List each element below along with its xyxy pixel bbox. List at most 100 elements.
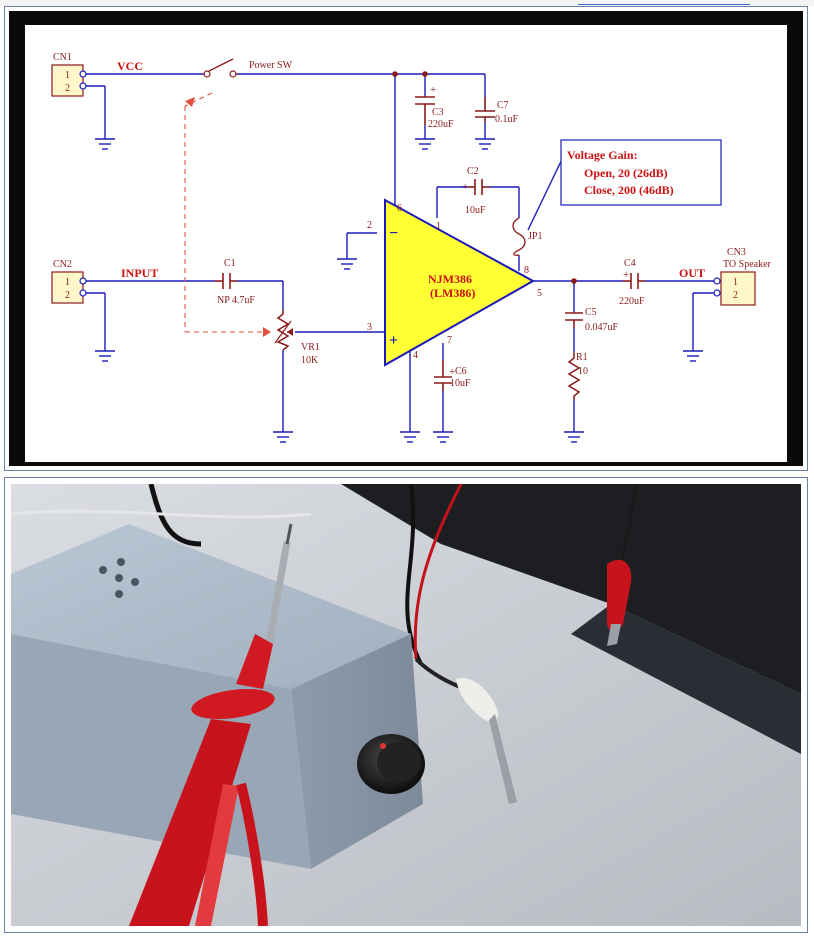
c6-value: 10uF [450, 378, 471, 389]
ground-icon [95, 138, 115, 150]
power-switch [203, 58, 237, 78]
red-alligator-clip [607, 559, 632, 646]
ground-icon [475, 138, 495, 150]
ic-part-alt: (LM386) [430, 286, 475, 300]
power-switch-label: Power SW [249, 60, 293, 71]
arrow-icon [263, 327, 271, 337]
wires [83, 73, 715, 432]
schematic-sheet: + + + + [25, 25, 787, 462]
c1-ref: C1 [224, 258, 236, 269]
arrow-icon [185, 97, 195, 107]
connector-cn1 [51, 64, 84, 97]
cap-c3 [415, 96, 435, 125]
svg-text:+: + [462, 181, 468, 193]
link-underline[interactable] [578, 4, 750, 5]
vr1-ref: VR1 [301, 342, 320, 353]
jp1-ref: JP1 [528, 231, 542, 242]
net-out-label: OUT [679, 266, 705, 280]
cn2-pin2: 2 [65, 290, 70, 301]
ground-icon [433, 431, 453, 443]
cap-c5 [565, 312, 583, 328]
ic-pin1: 1 [436, 221, 441, 232]
c5-ref: C5 [585, 307, 597, 318]
photo-illustration [11, 484, 801, 926]
c5-value: 0.047uF [585, 322, 619, 333]
cn3-pin2: 2 [733, 290, 738, 301]
gain-callout-box [560, 139, 722, 206]
ground-icon [400, 431, 420, 443]
c7-ref: C7 [497, 100, 509, 111]
product-photo [11, 484, 801, 926]
cn2-ref: CN2 [53, 259, 72, 270]
resistor-r1 [567, 352, 581, 400]
ground-icon [564, 431, 584, 443]
laptop-body [341, 484, 801, 694]
c6-ref: C6 [455, 366, 467, 377]
cn1-pin1: 1 [65, 70, 70, 81]
ground-icon [337, 258, 357, 270]
vr1-value: 10K [301, 355, 319, 366]
top-strip [0, 0, 814, 6]
cap-c6 [434, 360, 452, 391]
volume-knob [357, 734, 425, 794]
r1-ref: R1 [576, 352, 588, 363]
ground-icon [415, 138, 435, 150]
c2-value: 10uF [465, 205, 486, 216]
connector-cn2 [51, 271, 84, 304]
cap-c4 [623, 273, 645, 289]
ic-pin6: 6 [397, 203, 402, 214]
c4-value: 220uF [619, 296, 645, 307]
ic-pin4: 4 [413, 350, 418, 361]
c2-ref: C2 [467, 166, 479, 177]
connector-pins [79, 70, 721, 297]
photo-panel [4, 477, 808, 933]
cn3-pin1: 1 [733, 277, 738, 288]
probe-tip [265, 523, 293, 645]
ic-pin5: 5 [537, 288, 542, 299]
r1-value: 10 [578, 366, 588, 377]
polarity-marks: + + + + [430, 84, 629, 378]
connector-cn3 [720, 271, 756, 306]
junctions [392, 71, 577, 284]
ic-pin8: 8 [524, 265, 529, 276]
white-alligator-clip [456, 678, 517, 804]
potentiometer-vr1 [274, 310, 293, 351]
cn2-pin1: 1 [65, 277, 70, 288]
svg-text:+: + [449, 366, 455, 378]
c1-value: NP 4.7uF [217, 295, 255, 306]
jumper-jp1 [512, 217, 526, 256]
ground-icon [273, 431, 293, 443]
c3-ref: C3 [432, 107, 444, 118]
cn1-ref: CN1 [53, 52, 72, 63]
cn3-desc: TO Speaker [723, 259, 772, 270]
cap-c2 [468, 179, 490, 195]
ground-icon [95, 350, 115, 362]
gain-callout-title: Voltage Gain: [567, 148, 638, 162]
red-test-probe [129, 634, 275, 926]
ground-symbols [95, 138, 703, 443]
c4-ref: C4 [624, 258, 636, 269]
ic-pin7: 7 [447, 335, 452, 346]
ic-pin2: 2 [367, 220, 372, 231]
cn1-pin2: 2 [65, 83, 70, 94]
ic-pin3: 3 [367, 322, 372, 333]
gain-callout-open: Open, 20 (26dB) [584, 166, 668, 180]
c3-value: 220uF [428, 119, 454, 130]
cap-c1 [215, 273, 237, 289]
ic-noninverting-input: + [389, 332, 398, 349]
svg-text:+: + [623, 269, 629, 281]
ground-icon [683, 350, 703, 362]
schematic-frame: + + + + [9, 11, 803, 466]
schematic-diagram: + + + + [51, 52, 772, 443]
svg-text:+: + [430, 84, 436, 96]
ic-part-name: NJM386 [428, 272, 472, 286]
c7-value: 0.1uF [495, 114, 519, 125]
net-input-label: INPUT [121, 266, 158, 280]
net-vcc-label: VCC [117, 59, 143, 73]
ic-inverting-input: − [389, 225, 398, 242]
mechanical-link [184, 92, 269, 333]
ic-amplifier-body [384, 198, 536, 367]
cn3-ref: CN3 [727, 247, 746, 258]
schematic-panel: + + + + [4, 6, 808, 471]
gain-callout-close: Close, 200 (46dB) [584, 183, 674, 197]
